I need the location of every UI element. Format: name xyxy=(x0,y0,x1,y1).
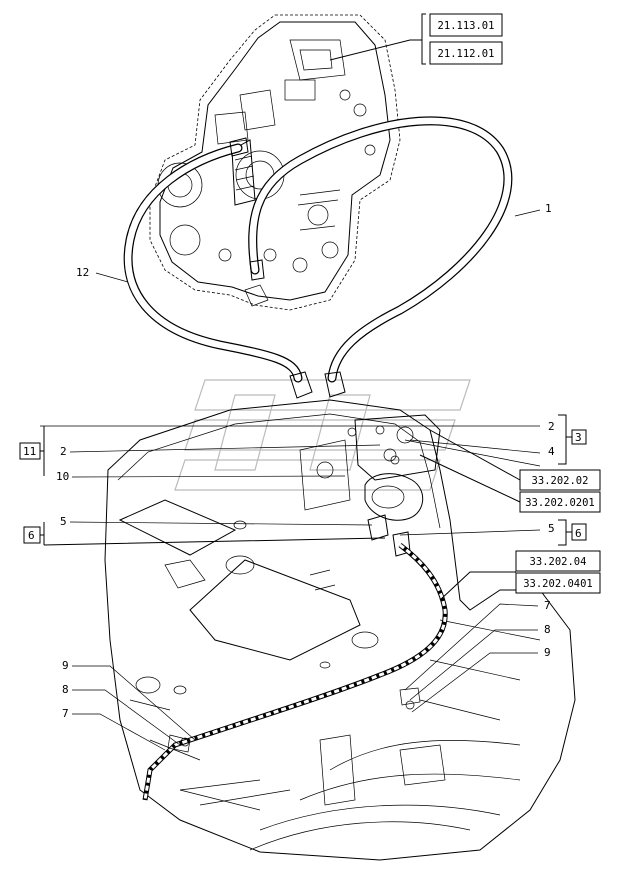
watermark-logo xyxy=(174,379,471,491)
callout-9a: 9 xyxy=(544,646,551,659)
ref-2[interactable]: 21.112.01 xyxy=(438,48,495,60)
callout-7b: 7 xyxy=(62,707,69,720)
callout-12: 12 xyxy=(76,266,89,279)
callout-11: 11 xyxy=(23,445,36,458)
callout-2b: 2 xyxy=(60,445,67,458)
ref-3[interactable]: 33.202.02 xyxy=(532,475,589,487)
callout-2a: 2 xyxy=(548,420,555,433)
callout-9b: 9 xyxy=(62,659,69,672)
callout-6a: 6 xyxy=(28,529,35,542)
ref-5[interactable]: 33.202.04 xyxy=(530,556,587,568)
reference-boxes: 21.113.01 21.112.01 33.202.02 33.202.020… xyxy=(329,13,601,601)
callout-3: 3 xyxy=(575,431,582,444)
callout-5a: 5 xyxy=(60,515,67,528)
ref-box-1[interactable] xyxy=(429,13,503,37)
callout-10: 10 xyxy=(56,470,69,483)
hose-1 xyxy=(248,116,513,383)
callout-6b: 6 xyxy=(575,527,582,540)
ref-4[interactable]: 33.202.0201 xyxy=(525,497,595,509)
hose-fittings xyxy=(229,137,346,399)
ref-box-5[interactable] xyxy=(515,550,601,572)
ref-6[interactable]: 33.202.0401 xyxy=(523,578,593,590)
callout-4: 4 xyxy=(548,445,555,458)
valve-block xyxy=(347,414,441,557)
callout-5b: 5 xyxy=(548,522,555,535)
ref-1[interactable]: 21.113.01 xyxy=(438,20,495,32)
callout-8a: 8 xyxy=(544,623,551,636)
ref-box-6[interactable] xyxy=(515,572,601,594)
callout-8b: 8 xyxy=(62,683,69,696)
ref-box-2[interactable] xyxy=(429,41,503,65)
callout-1: 1 xyxy=(545,202,552,215)
transmission-assembly xyxy=(149,14,401,311)
callouts: 1 12 2 3 4 11 2 10 5 6 5 6 7 8 9 9 xyxy=(19,202,587,751)
hose-12 xyxy=(123,143,303,383)
brake-tube xyxy=(142,543,448,801)
callout-7a: 7 xyxy=(544,599,551,612)
